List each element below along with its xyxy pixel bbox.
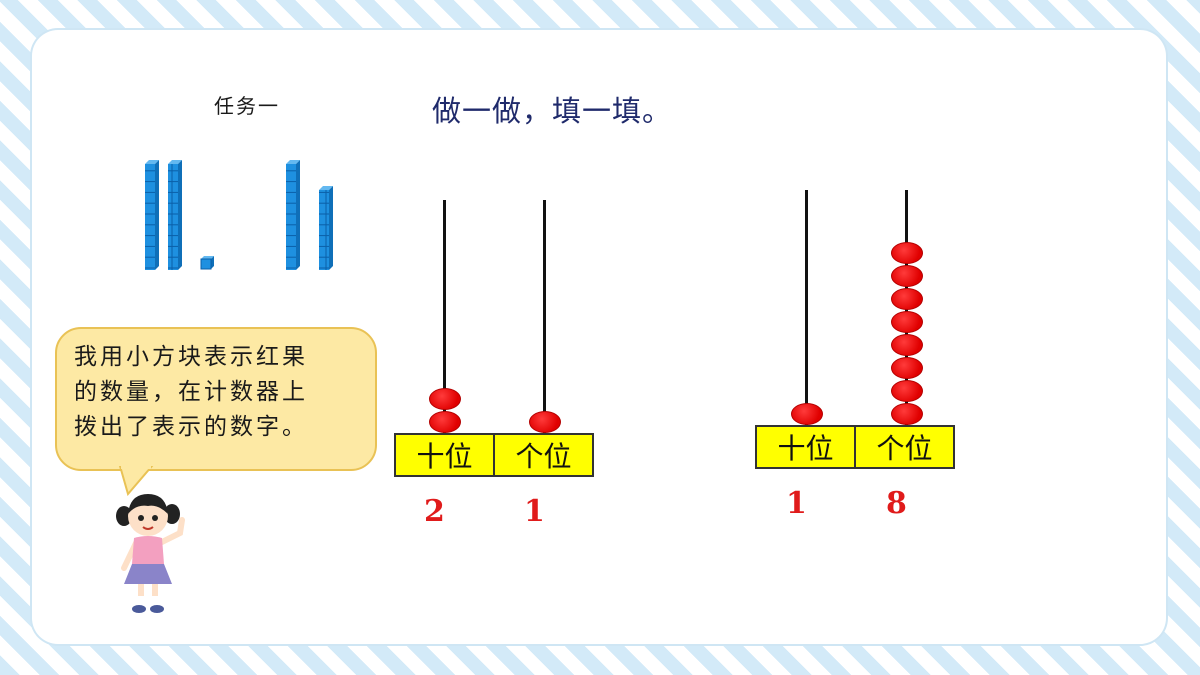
ones-bead [528, 411, 561, 433]
ones-bead [890, 242, 923, 264]
ones-digit: 8 [886, 486, 907, 521]
tens-rod-2 [168, 160, 182, 270]
ones-bead [890, 334, 923, 356]
bubble-line-1: 我用小方块表示红果 [74, 344, 308, 370]
bubble-line-2: 的数量，在计数器上 [74, 379, 308, 405]
base-ten-blocks-icon [145, 160, 333, 270]
ones-bead [890, 288, 923, 310]
tens-bead [790, 403, 823, 425]
speech-bubble-text: 我用小方块表示红果 的数量，在计数器上 拨出了表示的数字。 [74, 340, 364, 445]
ones-rod [543, 200, 546, 434]
ones-label: 个位 [854, 427, 953, 467]
tens-digit: 2 [424, 494, 445, 529]
bubble-line-3: 拨出了表示的数字。 [74, 414, 308, 440]
place-value-base: 十位 个位 [394, 433, 594, 477]
ones-bead [890, 380, 923, 402]
speech-bubble-tail [118, 466, 154, 496]
ones-digit: 1 [524, 494, 545, 529]
ones-bead [890, 403, 923, 425]
ones-bead [890, 311, 923, 333]
tens-label: 十位 [416, 440, 473, 473]
ones-label: 个位 [493, 435, 592, 475]
tens-rod-1 [145, 160, 159, 270]
tens-rod [443, 200, 446, 434]
instruction-title: 做一做，填一填。 [432, 94, 673, 128]
tens-rod-3 [286, 160, 300, 270]
tens-rod [805, 190, 808, 426]
unit-cube [200, 256, 214, 270]
tens-bead [428, 411, 461, 433]
task-label: 任务一 [214, 94, 280, 118]
tens-digit: 1 [786, 486, 807, 521]
ones-bead [890, 357, 923, 379]
ones-bead [890, 265, 923, 287]
girl-illustration-icon [116, 494, 185, 613]
speech-bubble [55, 327, 377, 471]
tens-bead [428, 388, 461, 410]
ones-column [319, 186, 333, 270]
tens-label: 十位 [777, 432, 834, 465]
place-value-base: 十位 个位 [755, 425, 955, 469]
